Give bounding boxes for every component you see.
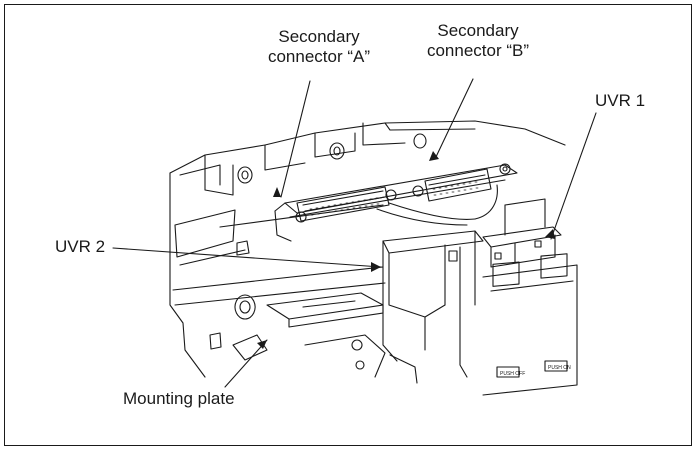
connector-a-label-line2: connector “A”: [267, 47, 371, 66]
uvr1-label: UVR 1: [595, 91, 646, 110]
uvr2-module: [382, 230, 484, 378]
mounting-plate: [209, 292, 418, 384]
leader-uvr1: [550, 112, 597, 240]
connector-a-label: Secondary connector “A”: [249, 27, 389, 67]
leader-uvr2: [112, 247, 382, 268]
front-panel: PUSH OFF PUSH ON: [482, 253, 578, 396]
push-on-button-text: PUSH ON: [548, 365, 571, 371]
connector-wires: [376, 184, 498, 226]
connector-b-label-line2: connector “B”: [426, 41, 530, 60]
leader-mounting-plate: [224, 339, 268, 388]
leader-connector-a: [280, 80, 311, 198]
uvr1-module: [482, 198, 562, 268]
mounting-plate-label: Mounting plate: [123, 389, 235, 408]
clip-part: [236, 240, 250, 256]
push-off-button-text: PUSH OFF: [500, 371, 525, 377]
secondary-connector-rail: [274, 164, 518, 242]
leader-lines: [112, 78, 597, 388]
figure-frame: PUSH OFF PUSH ON: [4, 4, 692, 446]
secondary-connector-a-body: [295, 186, 397, 223]
secondary-connector-b-body: [412, 163, 511, 202]
connector-b-label-line1: Secondary: [437, 21, 519, 40]
breaker-accessory-drawing: PUSH OFF PUSH ON: [112, 78, 597, 396]
uvr2-label: UVR 2: [55, 237, 106, 256]
connector-b-label: Secondary connector “B”: [403, 21, 553, 61]
leader-connector-b: [434, 78, 474, 160]
connector-a-label-line1: Secondary: [278, 27, 360, 46]
breaker-housing: [169, 120, 566, 378]
